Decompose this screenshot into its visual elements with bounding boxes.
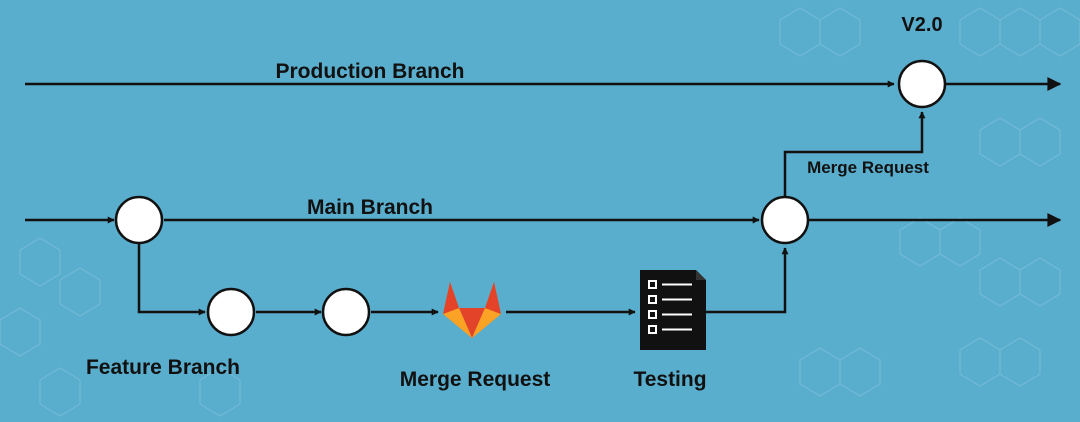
main-to-production-connector [783, 111, 926, 196]
main-branch-start-node [114, 195, 164, 245]
version-label: V2.0 [901, 14, 942, 36]
checklist-document-icon [640, 270, 706, 350]
hex-background-pattern [0, 7, 1080, 417]
feature-branch-connector [137, 244, 206, 316]
feature-commit-node-2 [321, 287, 371, 337]
gitlab-logo-icon [443, 282, 501, 338]
main-branch-merge-node [760, 195, 810, 245]
production-branch-label: Production Branch [275, 60, 464, 83]
testing-to-main-connector [706, 247, 789, 314]
testing-label: Testing [633, 368, 706, 391]
merge-request-label-top: Merge Request [807, 158, 929, 177]
merge-request-label-bottom: Merge Request [400, 368, 551, 391]
feature-commit-node-1 [206, 287, 256, 337]
feature-branch-label: Feature Branch [86, 356, 240, 379]
production-release-node [897, 59, 947, 109]
main-branch-label: Main Branch [307, 196, 433, 219]
